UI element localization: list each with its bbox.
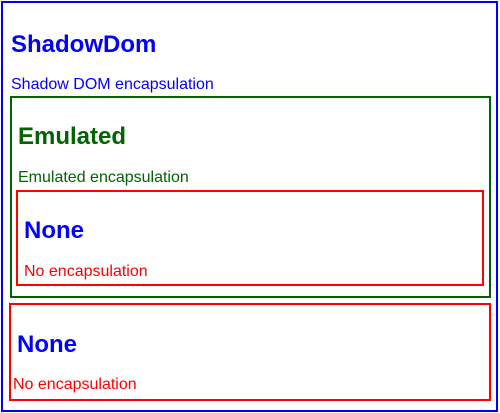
emulated-title: Emulated [18, 123, 127, 150]
none-nested-title: None [24, 217, 84, 244]
none-title: None [17, 331, 77, 358]
shadow-dom-title: ShadowDom [11, 31, 157, 58]
shadow-dom-subtitle: Shadow DOM encapsulation [11, 76, 214, 93]
none-component: None No encapsulation [9, 303, 491, 401]
none-subtitle: No encapsulation [13, 376, 137, 393]
none-component-nested: None No encapsulation [16, 190, 484, 286]
emulated-component: Emulated Emulated encapsulation [10, 96, 491, 298]
emulated-subtitle: Emulated encapsulation [18, 169, 189, 186]
none-nested-subtitle: No encapsulation [24, 263, 148, 280]
